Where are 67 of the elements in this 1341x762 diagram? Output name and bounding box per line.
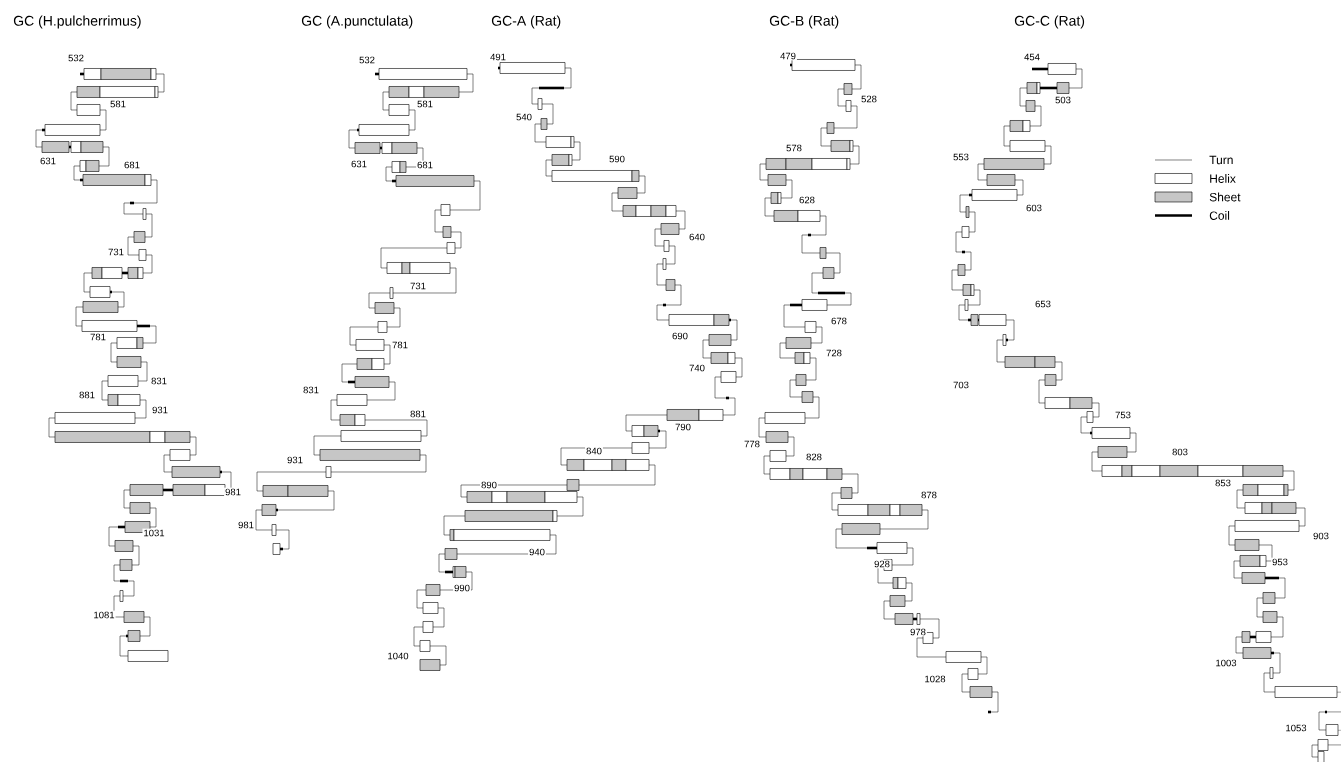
- residue-number: 1028: [923, 674, 947, 684]
- column-title: GC (A.punctulata): [301, 15, 413, 29]
- residue-number: 540: [515, 112, 533, 122]
- residue-number: 828: [805, 452, 823, 462]
- residue-number: 790: [674, 422, 692, 432]
- residue-number: 503: [1054, 95, 1072, 105]
- residue-number: 1081: [92, 610, 116, 620]
- residue-number: 1053: [1284, 723, 1308, 733]
- residue-number: 890: [480, 480, 498, 490]
- residue-number: 653: [1034, 299, 1052, 309]
- residue-number: 681: [416, 160, 434, 170]
- legend-label: Turn: [1209, 155, 1233, 165]
- residue-number: 528: [860, 94, 878, 104]
- residue-number: 831: [302, 385, 320, 395]
- residue-number: 690: [671, 331, 689, 341]
- residue-number: 753: [1114, 410, 1132, 420]
- residue-number: 581: [416, 99, 434, 109]
- residue-number: 532: [358, 55, 376, 65]
- residue-number: 578: [785, 143, 803, 153]
- residue-number: 1003: [1214, 658, 1238, 668]
- legend-label: Coil: [1209, 211, 1230, 220]
- residue-number: 953: [1271, 557, 1289, 567]
- residue-number: 990: [453, 583, 471, 593]
- residue-number: 731: [409, 281, 427, 291]
- residue-number: 703: [952, 380, 970, 390]
- residue-number: 590: [608, 154, 626, 164]
- residue-number: 553: [952, 152, 970, 162]
- residue-number: 479: [779, 51, 797, 61]
- residue-number: 532: [67, 53, 85, 63]
- residue-number: 631: [39, 156, 57, 166]
- residue-number: 491: [489, 52, 507, 62]
- residue-number: 454: [1023, 52, 1041, 62]
- residue-number: 878: [920, 490, 938, 500]
- column-title: GC-B (Rat): [769, 15, 839, 29]
- residue-number: 903: [1312, 531, 1330, 541]
- residue-number: 981: [237, 520, 255, 530]
- residue-number: 853: [1214, 478, 1232, 488]
- residue-number: 681: [123, 160, 141, 170]
- residue-number: 728: [825, 348, 843, 358]
- residue-number: 1040: [386, 651, 410, 661]
- residue-number: 978: [909, 627, 927, 637]
- residue-number: 981: [224, 487, 242, 497]
- residue-number: 603: [1025, 203, 1043, 213]
- residue-number: 840: [585, 446, 603, 456]
- residue-number: 781: [89, 332, 107, 342]
- residue-number: 931: [151, 405, 169, 415]
- column-title: GC-A (Rat): [491, 15, 561, 29]
- residue-number: 731: [107, 247, 125, 257]
- residue-number: 678: [830, 316, 848, 326]
- residue-number: 931: [286, 455, 304, 465]
- legend-label: Helix: [1210, 174, 1236, 183]
- residue-number: 640: [688, 232, 706, 242]
- residue-number: 881: [78, 390, 96, 400]
- residue-number: 803: [1171, 447, 1189, 457]
- residue-number: 631: [350, 159, 368, 169]
- column-title: GC-C (Rat): [1014, 15, 1085, 29]
- residue-number: 740: [688, 363, 706, 373]
- legend-label: Sheet: [1209, 192, 1241, 202]
- residue-number: 831: [150, 376, 168, 386]
- residue-number: 628: [798, 195, 816, 205]
- column-title: GC (H.pulcherrimus): [13, 15, 141, 29]
- residue-number: 940: [528, 547, 546, 557]
- residue-number: 581: [109, 99, 127, 109]
- residue-number: 1031: [142, 528, 166, 538]
- residue-number: 881: [409, 409, 427, 419]
- residue-number: 778: [743, 439, 761, 449]
- residue-number: 781: [391, 340, 409, 350]
